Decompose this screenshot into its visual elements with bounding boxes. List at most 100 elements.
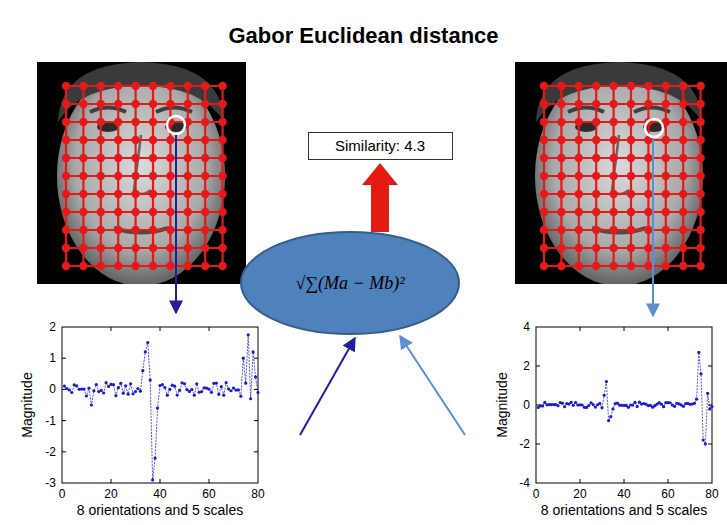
series-point	[163, 386, 166, 389]
grid-point	[218, 244, 226, 252]
grid-point	[201, 100, 209, 108]
grid-point	[592, 262, 600, 270]
grid-line	[544, 265, 701, 267]
grid-point	[79, 190, 87, 198]
grid-line	[66, 229, 223, 231]
grid-point	[201, 190, 209, 198]
grid-point	[114, 172, 122, 180]
series-point	[75, 384, 78, 387]
series-point	[697, 351, 700, 354]
grid-line	[66, 103, 223, 105]
axis-title: Magnitude	[495, 372, 510, 437]
series-point	[673, 405, 676, 408]
series-point	[85, 394, 88, 397]
tick-mark	[708, 366, 712, 367]
grid-point	[62, 226, 70, 234]
tick-mark	[536, 366, 540, 367]
grid-point	[218, 136, 226, 144]
grid-point	[218, 154, 226, 162]
diagram-title: Gabor Euclidean distance	[0, 24, 727, 48]
grid-point	[644, 100, 652, 108]
input-arrow	[300, 338, 355, 435]
grid-point	[592, 226, 600, 234]
series-point	[151, 478, 154, 481]
series-point	[217, 393, 220, 396]
series-point	[149, 378, 152, 381]
grid-point	[131, 190, 139, 198]
series-point	[556, 404, 559, 407]
grid-point	[609, 154, 617, 162]
series-point	[92, 389, 95, 392]
grid-point	[149, 262, 157, 270]
grid-point	[184, 262, 192, 270]
tick-label: 60	[648, 487, 688, 501]
grid-point	[131, 244, 139, 252]
series-point	[183, 382, 186, 385]
series-point	[154, 456, 157, 459]
grid-point	[696, 244, 704, 252]
grid-point	[62, 136, 70, 144]
grid-point	[609, 172, 617, 180]
tick-mark	[111, 327, 112, 331]
series-point	[682, 405, 685, 408]
series-point	[581, 403, 584, 406]
grid-point	[62, 118, 70, 126]
grid-point	[696, 190, 704, 198]
grid-point	[627, 262, 635, 270]
series-point	[704, 442, 707, 445]
grid-point	[114, 190, 122, 198]
series-point	[627, 406, 630, 409]
grid-point	[97, 190, 105, 198]
series-point	[156, 407, 159, 410]
tick-label: 1	[16, 351, 56, 365]
grid-point	[609, 190, 617, 198]
tick-mark	[624, 327, 625, 331]
grid-point	[609, 244, 617, 252]
grid-point	[627, 190, 635, 198]
grid-point	[609, 100, 617, 108]
series-point	[541, 404, 544, 407]
grid-point	[609, 226, 617, 234]
grid-point	[131, 154, 139, 162]
series-point	[178, 389, 181, 392]
grid-point	[627, 100, 635, 108]
grid-point	[575, 226, 583, 234]
series-point	[95, 383, 98, 386]
grid-line	[66, 247, 223, 249]
series-point	[706, 392, 709, 395]
grid-point	[644, 244, 652, 252]
series-point	[254, 375, 257, 378]
grid-point	[218, 82, 226, 90]
series-point	[173, 385, 176, 388]
series-point	[572, 404, 575, 407]
grid-point	[62, 154, 70, 162]
grid-point	[592, 172, 600, 180]
grid-point	[592, 118, 600, 126]
face-photo	[535, 62, 703, 284]
formula-text: √∑(Ma − Mb)²	[295, 273, 404, 294]
grid-point	[644, 190, 652, 198]
grid-point	[627, 244, 635, 252]
grid-point	[218, 208, 226, 216]
tick-label: 20	[560, 487, 600, 501]
tick-label: 0	[42, 487, 82, 501]
series-point	[570, 401, 573, 404]
grid-point	[540, 118, 548, 126]
grid-point	[166, 172, 174, 180]
series-point	[607, 419, 610, 422]
series-point	[598, 402, 601, 405]
grid-point	[627, 154, 635, 162]
tick-label: 40	[604, 487, 644, 501]
grid-point	[184, 208, 192, 216]
grid-point	[540, 100, 548, 108]
grid-point	[79, 100, 87, 108]
grid-point	[62, 100, 70, 108]
pointer-arrow	[175, 135, 177, 313]
series-point	[708, 407, 711, 410]
grid-point	[149, 136, 157, 144]
tick-mark	[708, 405, 712, 406]
grid-point	[62, 190, 70, 198]
series-point	[574, 401, 577, 404]
grid-point	[575, 118, 583, 126]
tick-mark	[668, 327, 669, 331]
